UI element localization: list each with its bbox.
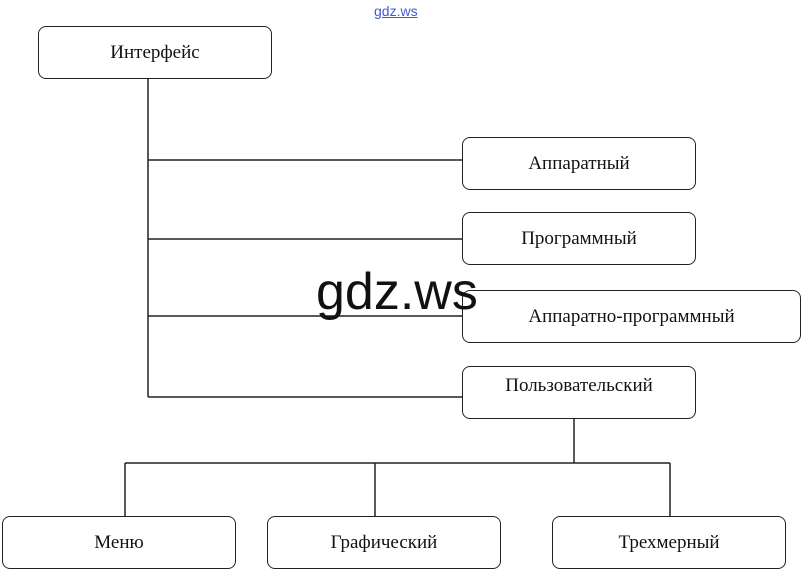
node-hardware-software: Аппаратно-программный [462, 290, 801, 343]
node-interface: Интерфейс [38, 26, 272, 79]
node-menu: Меню [2, 516, 236, 569]
node-hardware: Аппаратный [462, 137, 696, 190]
node-graphic: Графический [267, 516, 501, 569]
node-3d: Трехмерный [552, 516, 786, 569]
watermark-link[interactable]: gdz.ws [374, 3, 418, 19]
node-user: Пользовательский [462, 366, 696, 419]
node-software: Программный [462, 212, 696, 265]
watermark-center: gdz.ws [316, 263, 478, 321]
